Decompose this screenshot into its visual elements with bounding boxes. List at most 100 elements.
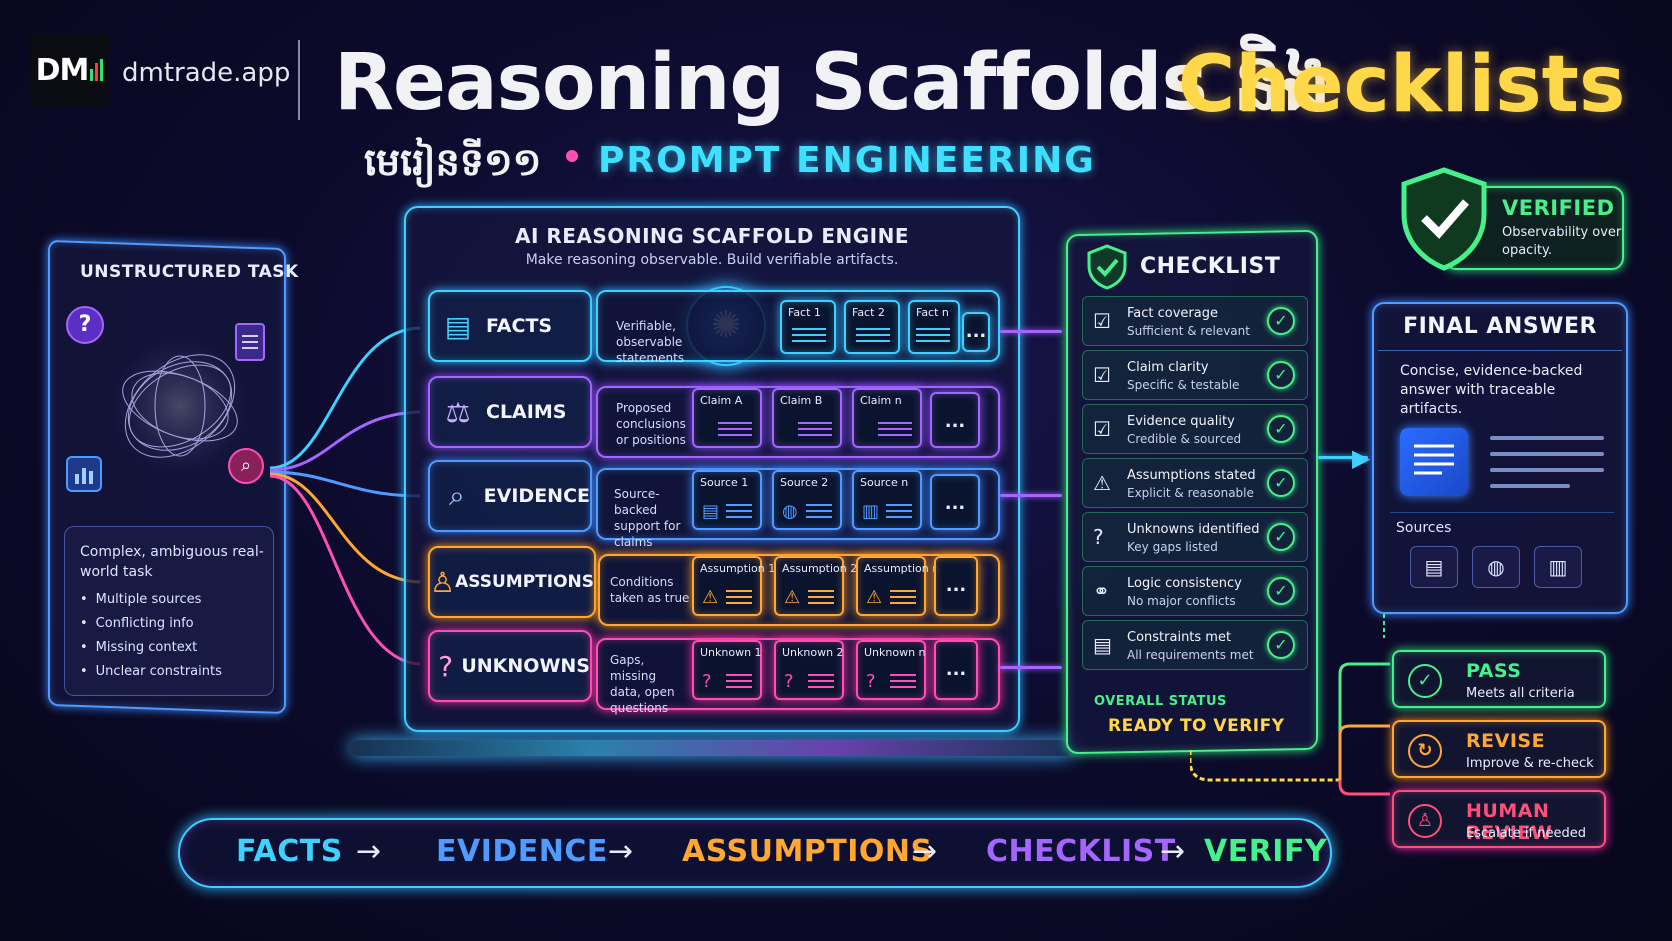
checklist-item: ☑ Claim clarity Specific & testable ✓	[1082, 350, 1308, 400]
claim-card: Claim B	[772, 388, 842, 448]
source-card: Source n▥	[852, 470, 922, 530]
checkbox-icon: ☑	[1093, 417, 1111, 441]
task-bullet: Multiple sources	[80, 592, 202, 607]
verified-title: VERIFIED	[1502, 196, 1615, 220]
flow-step-facts: FACTS	[236, 834, 343, 869]
check-circle-icon: ✓	[1267, 469, 1295, 497]
text-line	[1490, 436, 1604, 440]
logo-bars-icon	[90, 59, 104, 81]
flow-step-evidence: EVIDENCE	[436, 834, 608, 869]
check-circle-icon: ✓	[1267, 307, 1295, 335]
shield-check-icon	[1087, 244, 1127, 290]
final-answer-title: FINAL ANSWER	[1403, 314, 1597, 339]
question-icon: ?	[866, 671, 876, 692]
refresh-icon: ↻	[1408, 734, 1442, 768]
check-circle-icon: ✓	[1267, 631, 1295, 659]
scales-icon: ⚖	[445, 395, 471, 429]
engine-subtitle: Make reasoning observable. Build verifia…	[525, 252, 899, 268]
page-title-accent: Checklists	[1178, 40, 1626, 130]
site-name: dmtrade.app	[122, 58, 291, 88]
flow-bar	[178, 818, 1332, 888]
question-icon: ?	[702, 671, 712, 692]
connector-line	[1000, 330, 1062, 333]
facts-label-text: FACTS	[486, 315, 553, 337]
check-circle-icon: ✓	[1267, 577, 1295, 605]
subtitle: PROMPT ENGINEERING	[598, 140, 1096, 181]
unknowns-label: ? UNKNOWNS	[428, 630, 592, 702]
arrow-right-icon: ▶	[1352, 444, 1371, 472]
document-icon	[1400, 428, 1468, 496]
warning-icon: ⚠	[702, 587, 719, 608]
checklist-item: ⚠ Assumptions stated Explicit & reasonab…	[1082, 458, 1308, 508]
facts-more: ...	[962, 312, 990, 352]
tangled-network-icon	[110, 336, 250, 476]
claim-card: Claim A	[692, 388, 762, 448]
document-icon: ▤	[444, 309, 472, 343]
document-icon	[235, 323, 265, 361]
outcome-revise: ↻ REVISE Improve & re-check	[1392, 720, 1606, 778]
unknowns-label-text: UNKNOWNS	[461, 655, 590, 677]
question-doc-icon: ?	[1093, 525, 1104, 549]
checklist-item: ☑ Fact coverage Sufficient & relevant ✓	[1082, 296, 1308, 346]
chart-icon	[66, 456, 102, 492]
chart-icon: ▥	[1534, 546, 1582, 588]
text-line	[1490, 484, 1570, 488]
outcome-pass: ✓ PASS Meets all criteria	[1392, 650, 1606, 708]
divider	[1390, 512, 1614, 513]
outcome-human-review: ♙ HUMAN REVIEW Escalate if needed	[1392, 790, 1606, 848]
task-bullet: Unclear constraints	[80, 664, 222, 679]
engine-base	[350, 740, 1074, 756]
nodes-icon: ⚭	[1093, 579, 1110, 603]
assumptions-label: ♙ ASSUMPTIONS	[428, 546, 596, 618]
text-line	[1490, 468, 1604, 472]
assumption-card: Assumption 1⚠	[692, 556, 775, 616]
assumption-card: Assumption 2⚠	[774, 556, 857, 616]
warning-doc-icon: ⚠	[1093, 471, 1111, 495]
checklist-item: ▤ Constraints met All requirements met ✓	[1082, 620, 1308, 670]
fact-card: Fact 2	[844, 300, 900, 354]
fact-card: Fact 1	[780, 300, 836, 354]
warning-icon: ⚠	[866, 587, 883, 608]
task-bullet: Conflicting info	[80, 616, 194, 631]
assumptions-label-text: ASSUMPTIONS	[455, 572, 595, 592]
chart-icon: ▥	[862, 501, 880, 522]
overall-status-label: OVERALL STATUS	[1094, 694, 1227, 709]
logo-text: DM	[35, 52, 90, 88]
document-icon: ▤	[702, 501, 720, 522]
check-circle-icon: ✓	[1408, 664, 1442, 698]
subtitle-dot	[566, 150, 578, 162]
task-bullet: Missing context	[80, 640, 198, 655]
source-card: Source 2◍	[772, 470, 842, 530]
globe-icon: ◍	[1472, 546, 1520, 588]
check-circle-icon: ✓	[1267, 523, 1295, 551]
shield-check-icon	[1401, 167, 1487, 271]
assumptions-more: ...	[934, 556, 978, 616]
overall-status-value: READY TO VERIFY	[1108, 716, 1285, 736]
checklist-item: ⚭ Logic consistency No major conflicts ✓	[1082, 566, 1308, 616]
flow-step-checklist: CHECKLIST	[986, 834, 1176, 869]
list-doc-icon: ▤	[1093, 633, 1112, 657]
unknowns-more: ...	[934, 640, 978, 700]
assumption-card: Assumption n⚠	[856, 556, 939, 616]
question-icon: ?	[438, 649, 454, 683]
unknowns-description: Gaps, missing data, open questions	[610, 653, 675, 715]
lesson-label: មេរៀនទី១១	[364, 140, 542, 184]
evidence-description: Source-backed support for claims	[614, 487, 681, 549]
question-icon: ?	[66, 306, 104, 344]
facts-label: ▤ FACTS	[428, 290, 592, 362]
connector-line	[1000, 666, 1062, 669]
page-title: Reasoning Scaffolds និង	[334, 38, 1331, 128]
sources-label: Sources	[1396, 520, 1452, 536]
claims-more: ...	[930, 392, 980, 448]
checkbox-icon: ☑	[1093, 309, 1111, 333]
assumptions-description: Conditions taken as true	[610, 575, 690, 605]
unknown-card: Unknown 2?	[774, 640, 844, 700]
task-description: Complex, ambiguous real-world task	[80, 544, 264, 580]
checklist-item: ☑ Evidence quality Credible & sourced ✓	[1082, 404, 1308, 454]
final-answer-description: Concise, evidence-backed answer with tra…	[1400, 363, 1583, 417]
question-icon: ?	[784, 671, 794, 692]
claims-label-text: CLAIMS	[486, 401, 567, 423]
divider	[1378, 350, 1622, 351]
checkbox-icon: ☑	[1093, 363, 1111, 387]
checklist-title: CHECKLIST	[1140, 254, 1281, 279]
